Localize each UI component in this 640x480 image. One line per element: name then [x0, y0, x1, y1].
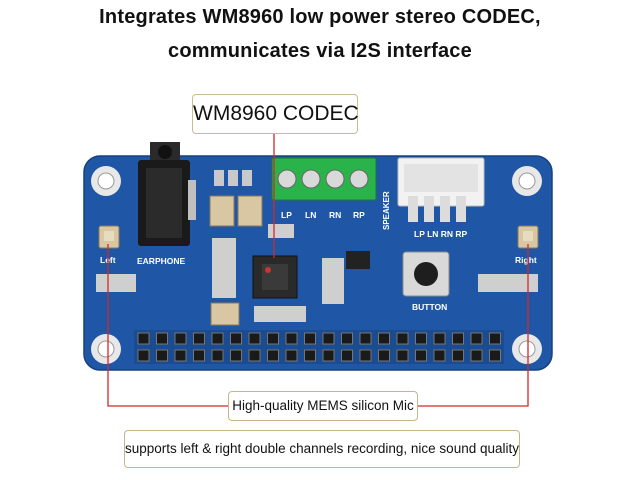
gpio-pin — [452, 332, 464, 345]
button-label: BUTTON — [412, 302, 447, 312]
speaker-connector — [397, 157, 485, 222]
gpio-pin — [285, 332, 298, 345]
gpio-pin — [267, 332, 279, 345]
gpio-pin — [248, 332, 261, 345]
capacitors — [209, 170, 263, 326]
gpio-pin — [304, 349, 316, 362]
gpio-pin — [470, 332, 483, 345]
mic-callout: High-quality MEMS silicon Mic — [228, 391, 418, 421]
speaker-label: SPEAKER — [382, 191, 391, 230]
codec-callout: WM8960 CODEC — [192, 94, 359, 134]
gpio-pin — [193, 332, 205, 345]
gpio-pin — [174, 332, 187, 345]
gpio-pin — [378, 349, 390, 362]
terminal-pin-rn: RN — [329, 210, 341, 220]
terminal-pin-lp: LP — [281, 210, 292, 220]
headline-line-1: Integrates WM8960 low power stereo CODEC… — [99, 6, 541, 28]
gpio-pin — [433, 349, 446, 362]
gpio-pin — [396, 349, 409, 362]
gpio-pin — [489, 349, 501, 362]
codec-chip — [252, 255, 298, 299]
gpio-pin — [452, 349, 464, 362]
push-button — [402, 251, 450, 297]
terminal-pin-ln: LN — [305, 210, 316, 220]
small-ic — [346, 251, 370, 269]
gpio-pin — [156, 349, 168, 362]
gpio-pin — [341, 349, 353, 362]
gpio-pin — [211, 332, 224, 345]
gpio-pin — [415, 332, 427, 345]
quality-callout: supports left & right double channels re… — [124, 430, 520, 468]
gpio-pin — [378, 332, 390, 345]
gpio-pin — [359, 349, 372, 362]
gpio-pin — [359, 332, 372, 345]
gpio-pin — [137, 349, 150, 362]
gpio-pin — [470, 349, 483, 362]
headline-line-2: communicates via I2S interface — [168, 40, 472, 62]
gpio-pin — [433, 332, 446, 345]
gpio-pin — [230, 332, 242, 345]
gpio-pin — [211, 349, 224, 362]
right-label: Right — [515, 255, 537, 265]
right-mic-callout-line — [416, 244, 529, 407]
left-mic-callout-line — [107, 244, 228, 407]
gpio-pin — [193, 349, 205, 362]
gpio-pin — [322, 332, 335, 345]
gpio-pin — [156, 332, 168, 345]
gpio-pin — [248, 349, 261, 362]
speaker-header-pin-labels: LP LN RN RP — [414, 229, 468, 239]
gpio-pin — [230, 349, 242, 362]
speaker-terminal-block — [271, 157, 377, 201]
earphone-jack — [138, 142, 196, 246]
gpio-header — [134, 330, 504, 364]
gpio-pin — [304, 332, 316, 345]
resistor-arrays — [96, 224, 538, 322]
mems-mic-left — [98, 225, 120, 249]
gpio-pin — [174, 349, 187, 362]
gpio-pin — [285, 349, 298, 362]
mounting-holes — [91, 166, 542, 364]
gpio-pin — [489, 332, 501, 345]
gpio-pin — [267, 349, 279, 362]
terminal-pin-rp: RP — [353, 210, 365, 220]
callout-lines — [107, 132, 529, 407]
gpio-pin — [341, 332, 353, 345]
earphone-label: EARPHONE — [137, 256, 186, 266]
gpio-pin — [322, 349, 335, 362]
gpio-pin — [415, 349, 427, 362]
gpio-pin — [396, 332, 409, 345]
gpio-pin — [137, 332, 150, 345]
pcb-board — [83, 155, 553, 371]
